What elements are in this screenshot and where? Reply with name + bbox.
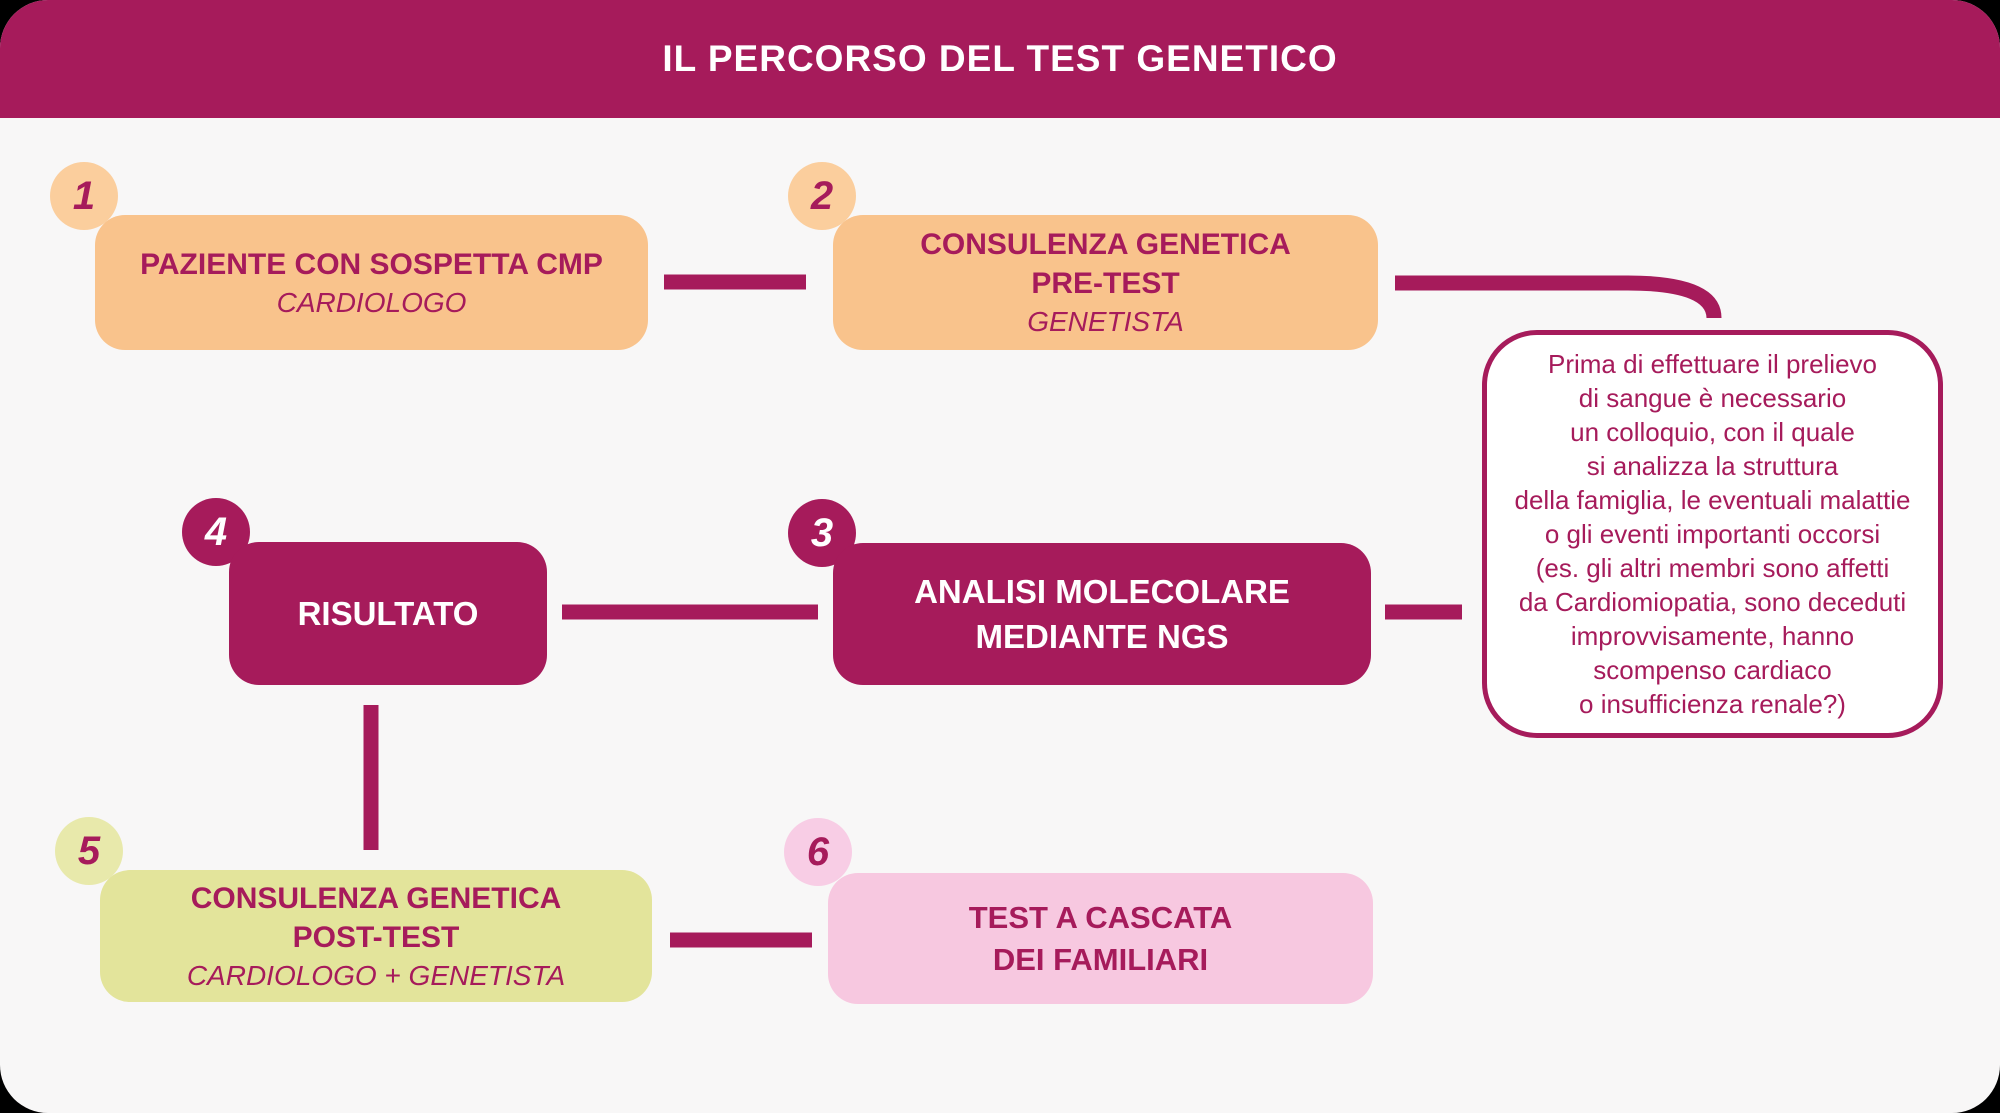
callout-line: si analizza la struttura: [1586, 451, 1839, 481]
step6-title-line2: DEI FAMILIARI: [992, 941, 1209, 977]
step-number-badge-6: 6: [784, 818, 852, 886]
callout-line: della famiglia, le eventuali malattie: [1514, 485, 1911, 515]
step2-title-line2: PRE-TEST: [1031, 267, 1180, 300]
step-box-paziente-con-sospetta-cmp: PAZIENTE CON SOSPETTA CMP CARDIOLOGO: [95, 215, 648, 350]
step3-title-line2: MEDIANTE NGS: [975, 618, 1229, 655]
callout-line: o gli eventi importanti occorsi: [1544, 519, 1881, 549]
step1-subtitle: CARDIOLOGO: [276, 286, 467, 318]
step-number-3: 3: [810, 510, 834, 555]
callout-line: scompenso cardiaco: [1593, 655, 1832, 685]
step-number-badge-5: 5: [55, 817, 123, 885]
step5-title-line1: CONSULENZA GENETICA: [190, 881, 562, 915]
step-number-4: 4: [204, 509, 228, 554]
callout-line: di sangue è necessario: [1578, 383, 1847, 413]
callout-line: (es. gli altri membri sono affetti: [1535, 553, 1890, 583]
callout-line: un colloquio, con il quale: [1570, 417, 1855, 447]
step-box-analisi-molecolare-ngs: ANALISI MOLECOLARE MEDIANTE NGS: [833, 543, 1371, 685]
step-box-test-a-cascata-dei-familiari: TEST A CASCATA DEI FAMILIARI: [828, 873, 1373, 1004]
page-title: IL PERCORSO DEL TEST GENETICO: [662, 38, 1338, 79]
step2-title-line1: CONSULENZA GENETICA: [920, 228, 1291, 261]
step3-title-line1: ANALISI MOLECOLARE: [914, 573, 1290, 610]
step-number-badge-1: 1: [50, 162, 118, 230]
step5-title-line2: POST-TEST: [292, 920, 460, 954]
step-box-consulenza-genetica-pre-test: CONSULENZA GENETICA PRE-TEST GENETISTA: [833, 215, 1378, 350]
step4-title: RISULTATO: [297, 595, 479, 632]
pre-test-info-callout: Prima di effettuare il prelievo di sangu…: [1482, 330, 1943, 738]
connector-step2-callout: [1395, 275, 1722, 319]
title-bar: IL PERCORSO DEL TEST GENETICO: [0, 0, 2000, 118]
step-number-1: 1: [72, 173, 96, 218]
step-number-badge-2: 2: [788, 162, 856, 230]
step-number-6: 6: [806, 829, 830, 874]
step5-subtitle: CARDIOLOGO + GENETISTA: [186, 959, 566, 991]
step-number-2: 2: [810, 173, 834, 218]
callout-line: o insufficienza renale?): [1579, 689, 1846, 719]
step1-title: PAZIENTE CON SOSPETTA CMP: [140, 247, 603, 281]
callout-line: Prima di effettuare il prelievo: [1547, 349, 1877, 379]
step6-title-line1: TEST A CASCATA: [968, 899, 1233, 935]
callout-line: da Cardiomiopatia, sono deceduti: [1518, 587, 1907, 617]
step2-subtitle: GENETISTA: [1027, 306, 1184, 337]
step-box-consulenza-genetica-post-test: CONSULENZA GENETICA POST-TEST CARDIOLOGO…: [100, 870, 652, 1002]
callout-line: improvvisamente, hanno: [1570, 621, 1855, 651]
step-number-5: 5: [77, 828, 101, 873]
step-box-risultato: RISULTATO: [229, 542, 547, 685]
